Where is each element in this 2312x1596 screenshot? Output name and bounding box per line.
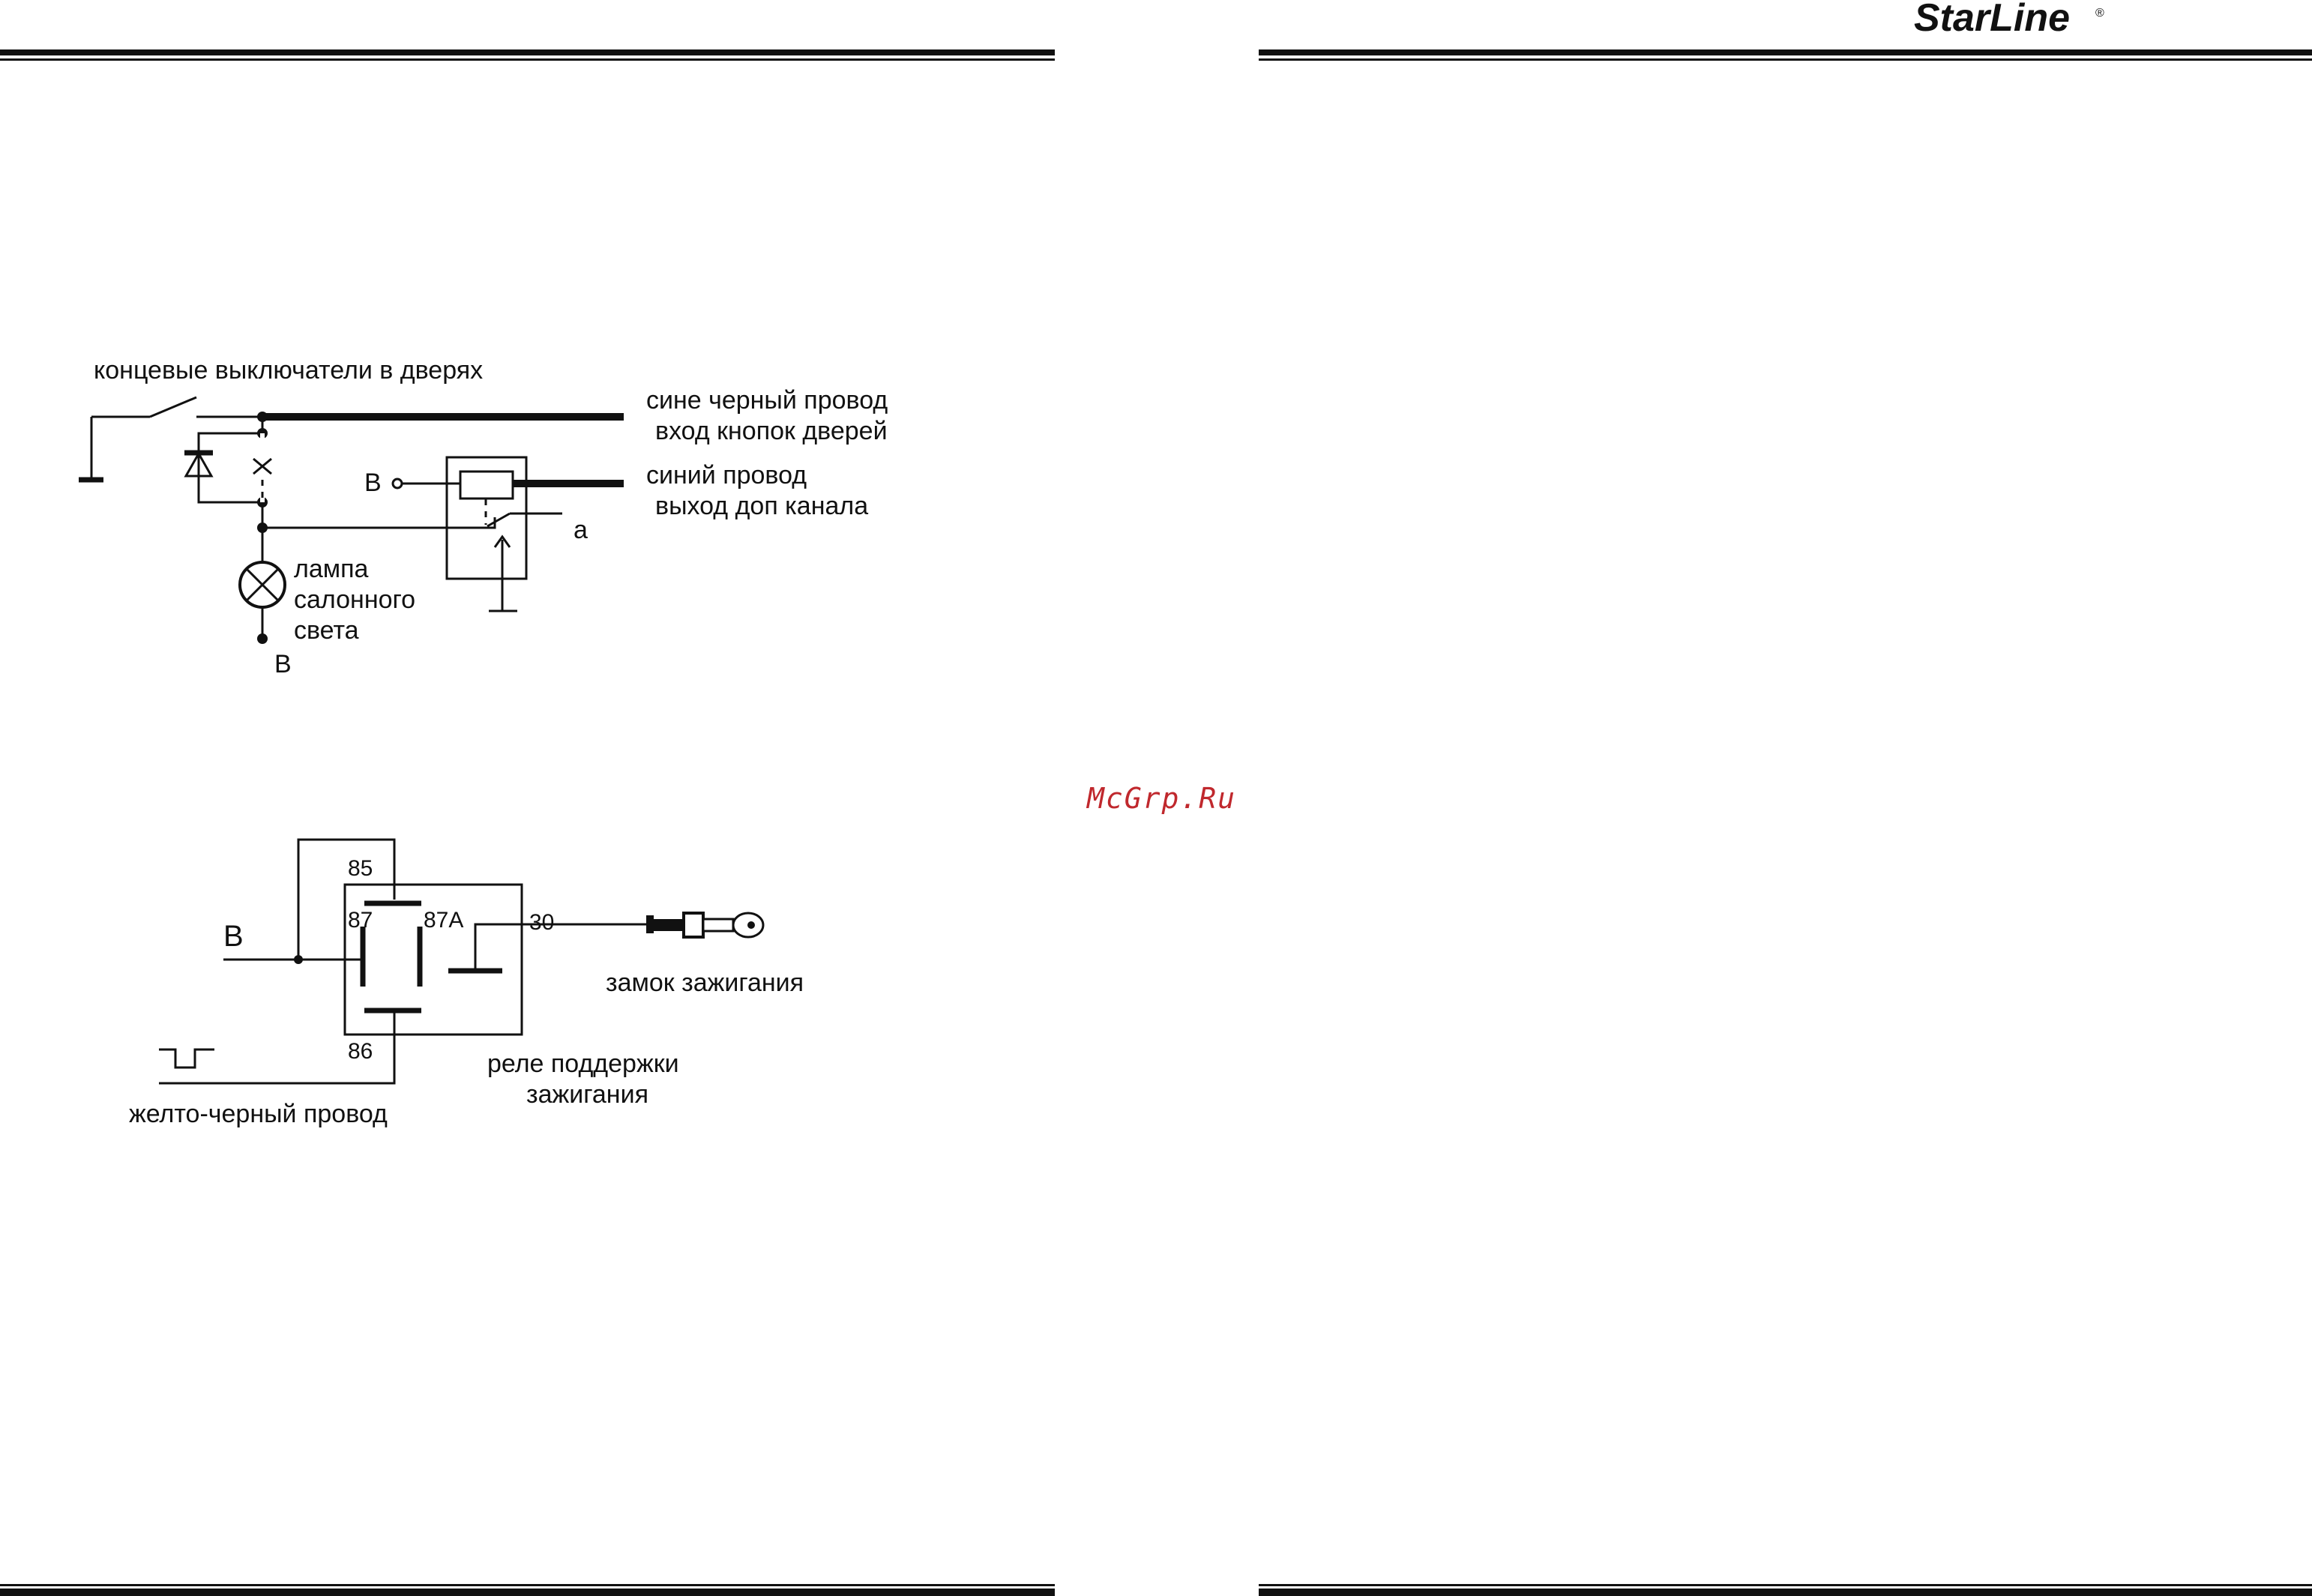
blue-wire-label-2: выход доп канала bbox=[655, 492, 868, 520]
lamp-label-1: лампа bbox=[294, 555, 369, 583]
blue-black-wire-label-1: сине черный провод bbox=[646, 386, 888, 415]
relay-label-1: реле поддержки bbox=[487, 1050, 679, 1078]
pin-30-label: 30 bbox=[529, 910, 554, 935]
brand-registered-mark: ® bbox=[2095, 7, 2104, 19]
diode-symbol bbox=[184, 433, 262, 502]
diagram-ignition-relay: B 85 87 87A 30 86 замок зажигания реле п… bbox=[129, 840, 804, 1128]
negative-pulse-icon bbox=[159, 1050, 214, 1067]
ignition-relay-symbol bbox=[345, 885, 522, 1035]
ignition-lock-label: замок зажигания bbox=[606, 969, 804, 997]
supply-b-label-1: B bbox=[364, 469, 382, 497]
ignition-key-icon bbox=[646, 913, 763, 937]
header-rules bbox=[0, 49, 2312, 61]
lamp-label-3: света bbox=[294, 616, 359, 645]
door-switches-label: концевые выключатели в дверях bbox=[94, 356, 483, 385]
door-switch-symbol bbox=[79, 397, 262, 480]
pin-87a-label: 87A bbox=[424, 908, 463, 933]
pin-87-label: 87 bbox=[348, 908, 373, 933]
yellow-black-wire-label: желто-черный провод bbox=[129, 1100, 388, 1128]
interior-lamp-symbol bbox=[240, 528, 285, 644]
watermark-text: McGrp.Ru bbox=[1086, 782, 1236, 815]
starline-logo: StarLine ® bbox=[1914, 0, 2104, 40]
lamp-label-2: салонного bbox=[294, 585, 415, 614]
brand-name: StarLine bbox=[1914, 0, 2070, 40]
contact-a-label: a bbox=[574, 516, 588, 544]
pin-85-label: 85 bbox=[348, 856, 373, 881]
relay-label-2: зажигания bbox=[526, 1080, 648, 1109]
supply-b-label-2: B bbox=[274, 650, 292, 678]
blue-wire-label-1: синий провод bbox=[646, 461, 807, 490]
pin-86-label: 86 bbox=[348, 1039, 373, 1064]
diagram-door-circuit: концевые выключатели в дверях сине черны… bbox=[79, 356, 888, 678]
aux-relay-symbol bbox=[393, 457, 624, 611]
footer-rules bbox=[0, 1584, 2312, 1596]
blue-black-wire-label-2: вход кнопок дверей bbox=[655, 417, 888, 445]
supply-b-label: B bbox=[223, 920, 244, 953]
